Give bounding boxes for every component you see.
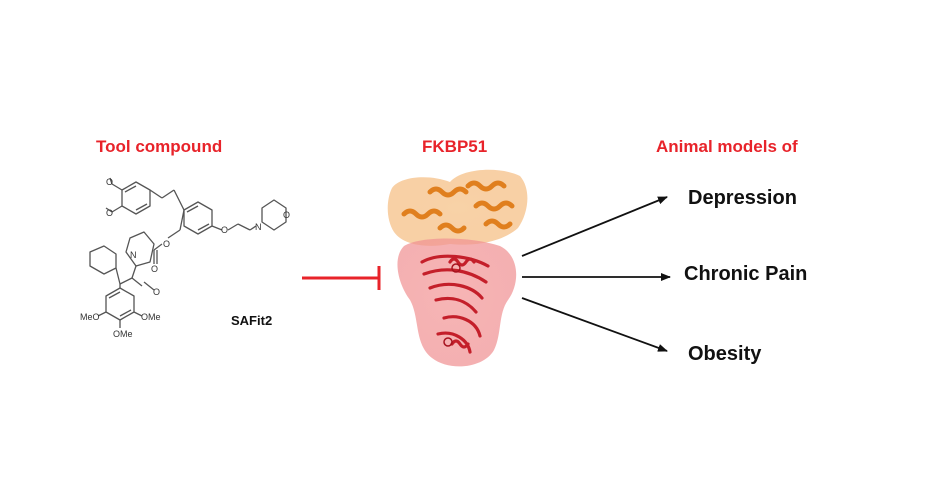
protein-structure-icon (387, 169, 528, 367)
animal-models-heading: Animal models of (656, 137, 798, 156)
arrow-right-icon-depression (521, 196, 668, 257)
atom-labels: O O O N O O O N O MeO OMe OMe (80, 177, 290, 339)
atom-label-o5: O (163, 239, 170, 249)
atom-label-n2: N (130, 250, 137, 260)
atom-label-n1: N (255, 222, 262, 232)
atom-label-ome2: OMe (113, 329, 133, 339)
effect-arrows (521, 196, 671, 352)
atom-label-meo: MeO (80, 312, 100, 322)
atom-label-o7: O (153, 287, 160, 297)
fkbp51-heading: FKBP51 (422, 137, 488, 156)
outcome-chronic-pain: Chronic Pain (684, 263, 808, 285)
atom-label-o2: O (106, 208, 113, 218)
atom-label-o3: O (221, 225, 228, 235)
atom-label-ome1: OMe (141, 312, 161, 322)
atom-label-o4: O (283, 210, 290, 220)
outcome-depression: Depression (688, 187, 797, 209)
outcome-obesity: Obesity (688, 343, 762, 365)
atom-label-o1: O (106, 177, 113, 187)
chemical-structure-icon (89, 177, 287, 328)
compound-name: SAFit2 (231, 313, 273, 328)
arrow-right-icon-obesity (521, 297, 668, 352)
inhibition-arrow-icon (302, 266, 381, 290)
atom-label-o6: O (151, 264, 158, 274)
tool-compound-heading: Tool compound (96, 137, 223, 156)
